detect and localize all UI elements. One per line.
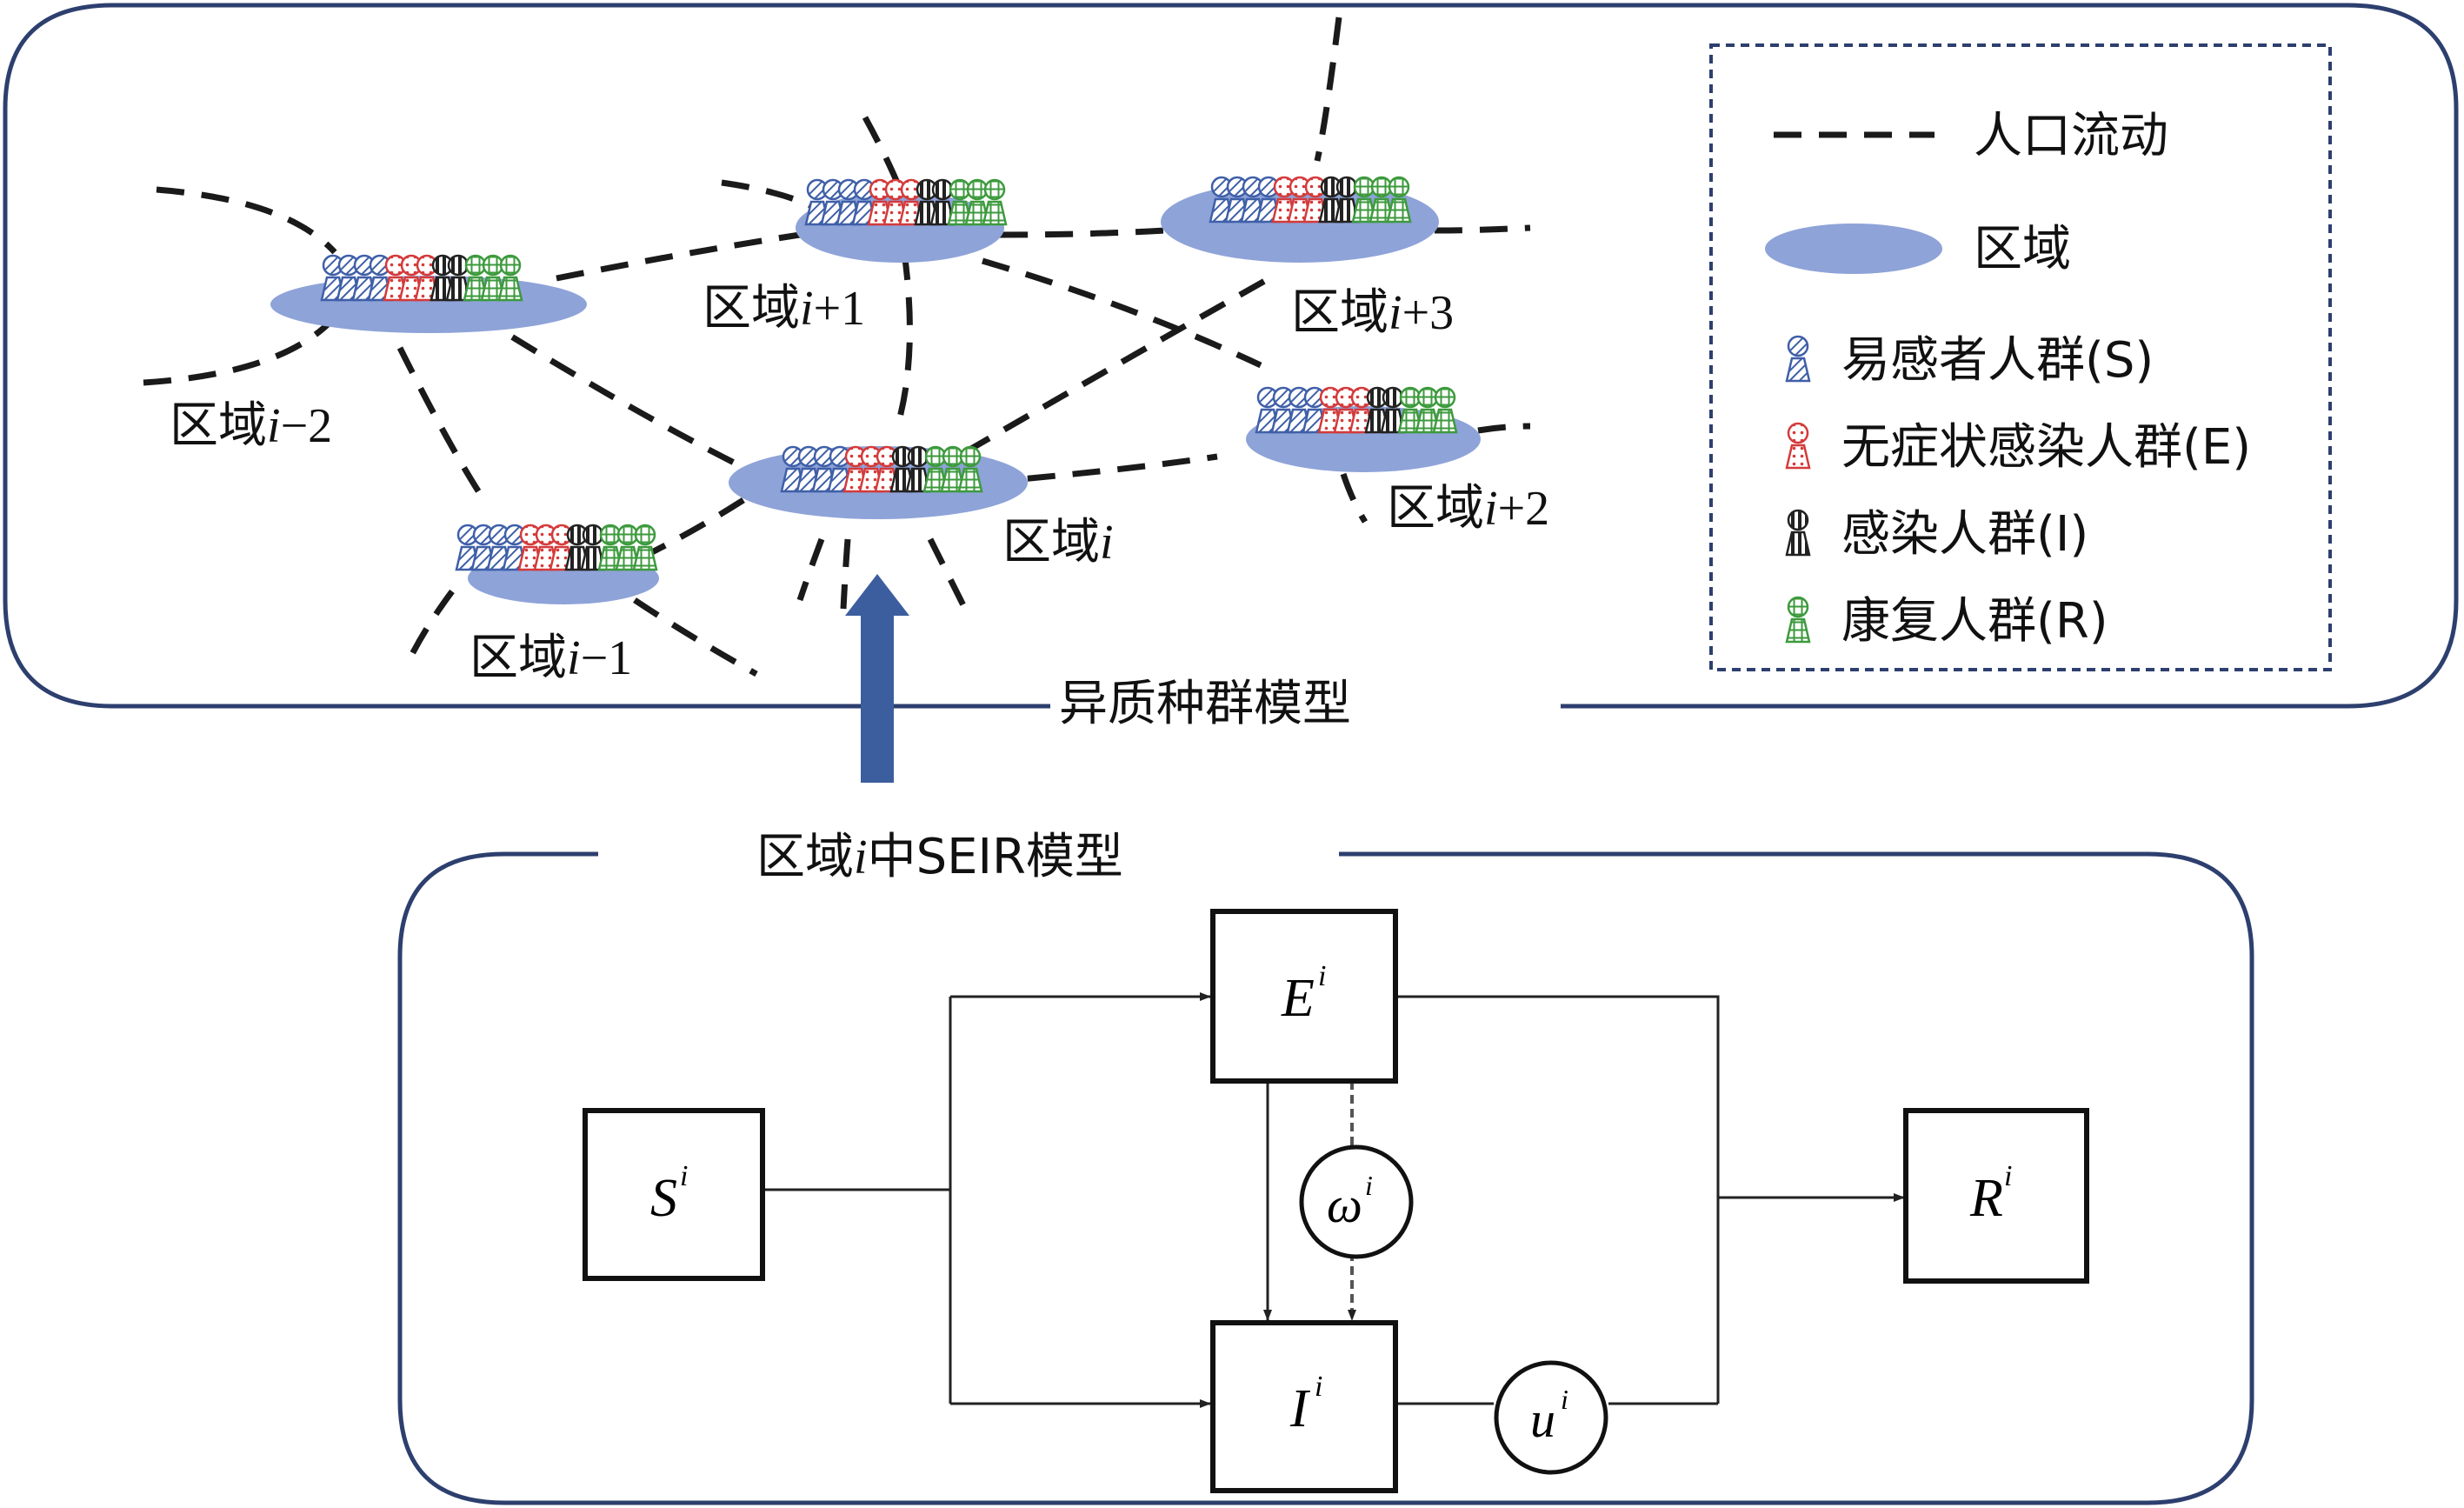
legend-recovered-icon [1785, 596, 1811, 644]
region-label-i-plus-1: 区域i+1 [703, 280, 865, 337]
legend-region-swatch [1765, 224, 1942, 274]
region-i-plus-1 [796, 180, 1006, 263]
region-i-plus-3 [1161, 177, 1439, 263]
svg-text:i: i [1365, 1170, 1373, 1201]
legend-susceptible-label: 易感者人群(S) [1841, 332, 2154, 389]
box-R: R i [1903, 1108, 2089, 1284]
circle-omega: ω i [1299, 1144, 1414, 1259]
legend-exposed-icon [1785, 422, 1811, 470]
circle-u: u i [1494, 1360, 1608, 1475]
region-label-i-plus-3: 区域i+3 [1291, 284, 1454, 341]
legend: 人口流动 区域 易感者人群(S) 无症状感染人群(E) 感染人群(I) 康复人群… [1709, 43, 2332, 671]
region-label-i: 区域i [1002, 514, 1114, 571]
svg-text:i: i [680, 1160, 688, 1192]
bottom-panel-border [397, 851, 2254, 1505]
region-i-plus-2 [1246, 388, 1481, 472]
top-panel-border [3, 3, 2459, 709]
svg-text:i: i [1318, 960, 1326, 992]
region-label-i-minus-1: 区域i−1 [469, 630, 632, 686]
region-i [729, 446, 1028, 519]
region-i-minus-2 [270, 256, 587, 333]
box-I: I i [1210, 1320, 1398, 1493]
legend-migration-label: 人口流动 [1974, 108, 2168, 164]
box-S: S i [583, 1108, 765, 1281]
legend-infected-label: 感染人群(I) [1841, 506, 2088, 563]
legend-region-label: 区域 [1974, 221, 2071, 277]
svg-text:I: I [1289, 1379, 1311, 1438]
svg-text:i: i [1315, 1371, 1322, 1403]
bottom-panel-title: 区域i中SEIR模型 [756, 829, 1123, 885]
svg-text:E: E [1281, 969, 1315, 1028]
seir-flows [763, 992, 1905, 1408]
svg-text:ω: ω [1327, 1177, 1362, 1233]
migration-lines [143, 17, 1531, 677]
svg-text:i: i [1561, 1384, 1568, 1415]
region-label-i-plus-2: 区域i+2 [1387, 480, 1549, 537]
svg-text:R: R [1969, 1169, 2003, 1228]
box-E: E i [1210, 909, 1398, 1084]
svg-text:i: i [2004, 1160, 2012, 1192]
legend-infected-icon [1785, 509, 1811, 557]
region-i-minus-1 [456, 525, 659, 604]
legend-susceptible-icon [1785, 335, 1811, 383]
region-label-i-minus-2: 区域i−2 [170, 397, 332, 454]
up-arrow [845, 574, 909, 783]
legend-exposed-label: 无症状感染人群(E) [1841, 419, 2251, 476]
svg-text:u: u [1530, 1391, 1555, 1448]
top-panel-title: 异质种群模型 [1059, 676, 1351, 732]
svg-text:S: S [650, 1169, 677, 1228]
legend-recovered-label: 康复人群(R) [1841, 593, 2108, 650]
